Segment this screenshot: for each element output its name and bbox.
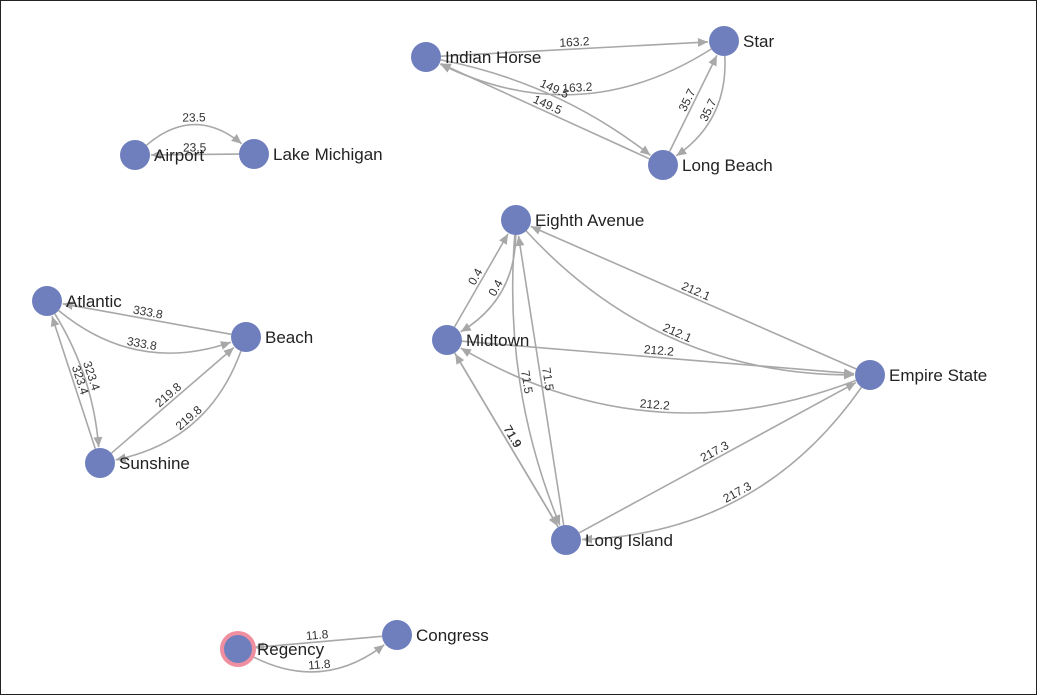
edge-weight-label: 163.2	[559, 34, 590, 50]
edge-weight-label: 333.8	[126, 334, 158, 353]
edge-weight-label: 11.8	[305, 627, 329, 643]
edge-long-beach-to-indian-horse	[440, 62, 650, 160]
edge-midtown-to-empire-state	[461, 340, 855, 378]
edge-long-beach-to-star	[668, 55, 718, 152]
node-label: Empire State	[889, 366, 987, 385]
edge-midtown-to-eighth-avenue	[453, 233, 509, 328]
node-circle[interactable]	[411, 42, 441, 72]
edge-star-to-long-beach	[675, 55, 726, 157]
node-label: Long Island	[585, 531, 673, 550]
node-label: Lake Michigan	[273, 145, 383, 164]
node-eighth-avenue[interactable]: Eighth Avenue	[501, 205, 644, 235]
node-label: Airport	[154, 146, 204, 165]
edge-weight-label: 217.3	[721, 479, 754, 506]
edge-weight-label: 71.5	[539, 366, 556, 392]
node-label: Sunshine	[119, 454, 190, 473]
node-circle[interactable]	[501, 205, 531, 235]
node-airport[interactable]: Airport	[120, 140, 204, 170]
edge-weight-label: 163.2	[562, 80, 593, 96]
node-label: Midtown	[466, 331, 529, 350]
edge-beach-to-sunshine	[115, 350, 242, 463]
node-empire-state[interactable]: Empire State	[855, 360, 987, 390]
node-midtown[interactable]: Midtown	[432, 325, 529, 355]
edge-weight-label: 23.5	[182, 110, 206, 124]
edge-weight-label: 212.2	[639, 396, 670, 412]
edge-weight-label: 212.1	[679, 279, 712, 304]
node-regency[interactable]: Regency	[220, 631, 325, 667]
edge-regency-to-congress	[250, 644, 385, 673]
node-congress[interactable]: Congress	[382, 620, 489, 650]
node-label: Congress	[416, 626, 489, 645]
node-circle[interactable]	[432, 325, 462, 355]
edge-eighth-avenue-to-long-island	[511, 234, 561, 526]
node-indian-horse[interactable]: Indian Horse	[411, 42, 541, 72]
edge-indian-horse-to-star	[440, 37, 709, 57]
edge-weight-label: 217.3	[698, 438, 731, 465]
node-label: Atlantic	[66, 292, 122, 311]
node-long-beach[interactable]: Long Beach	[648, 150, 773, 180]
edge-empire-state-to-long-island	[581, 386, 863, 544]
node-circle[interactable]	[85, 448, 115, 478]
edge-sunshine-to-beach	[110, 346, 235, 454]
node-long-island[interactable]: Long Island	[551, 525, 673, 555]
node-circle[interactable]	[648, 150, 678, 180]
edge-atlantic-to-beach	[58, 309, 232, 354]
node-circle[interactable]	[32, 286, 62, 316]
edge-lake-michigan-to-airport	[150, 150, 240, 160]
node-lake-michigan[interactable]: Lake Michigan	[239, 139, 383, 169]
edge-long-island-to-empire-state	[578, 381, 857, 534]
edge-weight-label: 0.4	[485, 277, 506, 299]
edge-eighth-avenue-to-empire-state	[525, 230, 855, 380]
node-circle[interactable]	[239, 139, 269, 169]
edge-weight-label: 212.2	[643, 342, 674, 358]
node-atlantic[interactable]: Atlantic	[32, 286, 122, 316]
node-label: Regency	[257, 640, 325, 659]
edge-congress-to-regency	[253, 635, 383, 652]
node-label: Indian Horse	[445, 48, 541, 67]
edge-weight-label: 212.1	[661, 320, 694, 345]
node-beach[interactable]: Beach	[231, 322, 313, 352]
node-circle-selected[interactable]	[220, 631, 256, 667]
edges-layer	[50, 37, 863, 673]
node-label: Star	[743, 32, 775, 51]
edge-airport-to-lake-michigan	[145, 123, 243, 146]
node-sunshine[interactable]: Sunshine	[85, 448, 190, 478]
node-label: Beach	[265, 328, 313, 347]
node-circle[interactable]	[709, 26, 739, 56]
edge-long-island-to-midtown	[454, 353, 559, 528]
node-circle[interactable]	[120, 140, 150, 170]
node-label: Eighth Avenue	[535, 211, 644, 230]
node-circle[interactable]	[855, 360, 885, 390]
node-circle[interactable]	[382, 620, 412, 650]
node-star[interactable]: Star	[709, 26, 775, 56]
edge-empire-state-to-midtown	[460, 347, 857, 414]
node-label: Long Beach	[682, 156, 773, 175]
edge-sunshine-to-atlantic	[50, 315, 97, 449]
edge-weight-label: 11.8	[308, 657, 332, 673]
edge-beach-to-atlantic	[62, 301, 232, 336]
edge-long-island-to-eighth-avenue	[515, 235, 565, 526]
node-circle[interactable]	[231, 322, 261, 352]
edge-weight-label: 23.5	[183, 140, 207, 154]
edge-weight-label: 333.8	[132, 303, 164, 322]
node-circle[interactable]	[551, 525, 581, 555]
edge-eighth-avenue-to-midtown	[460, 234, 517, 333]
edge-weight-label: 0.4	[465, 266, 486, 288]
edge-empire-state-to-eighth-avenue	[530, 225, 857, 370]
edge-weight-label: 71.5	[518, 369, 535, 395]
edge-indian-horse-to-long-beach	[440, 59, 651, 156]
edge-atlantic-to-sunshine	[54, 313, 103, 448]
